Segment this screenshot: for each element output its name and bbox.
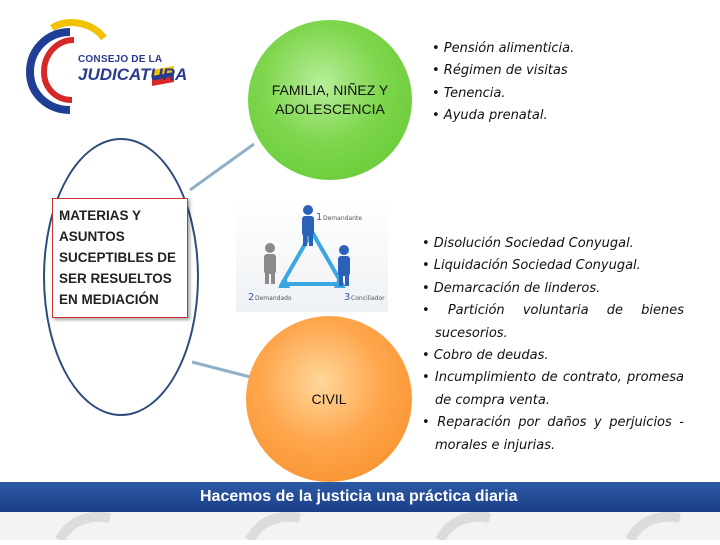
topic-ellipse	[43, 138, 199, 416]
list-item: • Tenencia.	[432, 85, 506, 101]
consejo-judicatura-logo: CONSEJO DE LA JUDICATURA	[22, 18, 187, 118]
logo-text-line2: JUDICATURA	[78, 65, 188, 84]
footer-decoration	[0, 511, 720, 543]
family-circle: FAMILIA, NIÑEZ Y ADOLESCENCIA	[248, 20, 412, 180]
family-circle-label: FAMILIA, NIÑEZ Y ADOLESCENCIA	[271, 82, 389, 117]
civil-list: • Disolución Sociedad Conyugal. • Liquida…	[422, 233, 684, 457]
list-item: • Régimen de visitas	[432, 63, 568, 79]
diagram-label-1-text: Demandante	[323, 215, 362, 222]
diagram-label-3-text: Conciliador	[351, 295, 385, 302]
logo-text-line1: CONSEJO DE LA	[78, 54, 163, 65]
diagram-label-2-text: Demandado	[255, 295, 292, 302]
list-item: • Pensión alimenticia.	[432, 41, 575, 56]
diagram-label-2: 2	[248, 292, 254, 303]
topic-box: MATERIAS Y ASUNTOS SUCEPTIBLES DE SER RE…	[52, 198, 188, 318]
footer-slogan: Hacemos de la justicia una práctica diar…	[200, 488, 518, 505]
list-item: • Demarcación de linderos.	[422, 280, 601, 296]
topic-box-title: MATERIAS Y ASUNTOS SUCEPTIBLES DE SER RE…	[59, 208, 177, 307]
mediation-diagram: 1 Demandante 2 Demandado 3 Conciliador	[236, 198, 388, 312]
diagram-label-3: 3	[344, 292, 350, 303]
list-item: • Reparación por daños y perjuicios -mor…	[422, 415, 684, 453]
footer-bar	[0, 482, 720, 512]
list-item: • Disolución Sociedad Conyugal.	[422, 236, 634, 251]
list-item: • Cobro de deudas.	[422, 348, 549, 364]
list-item: • Partición voluntaria de bienes sucesor…	[422, 303, 684, 341]
list-item: • Liquidación Sociedad Conyugal.	[422, 258, 641, 274]
logo-swirl-icon	[25, 19, 174, 114]
list-item: • Incumplimiento de contrato, promesa de…	[422, 370, 684, 408]
civil-circle: CIVIL	[246, 316, 412, 482]
civil-circle-label: CIVIL	[311, 390, 347, 407]
family-list: • Pensión alimenticia. • Régimen de visit…	[432, 38, 622, 128]
list-item: • Ayuda prenatal.	[432, 108, 548, 124]
diagram-label-1: 1	[316, 212, 322, 223]
